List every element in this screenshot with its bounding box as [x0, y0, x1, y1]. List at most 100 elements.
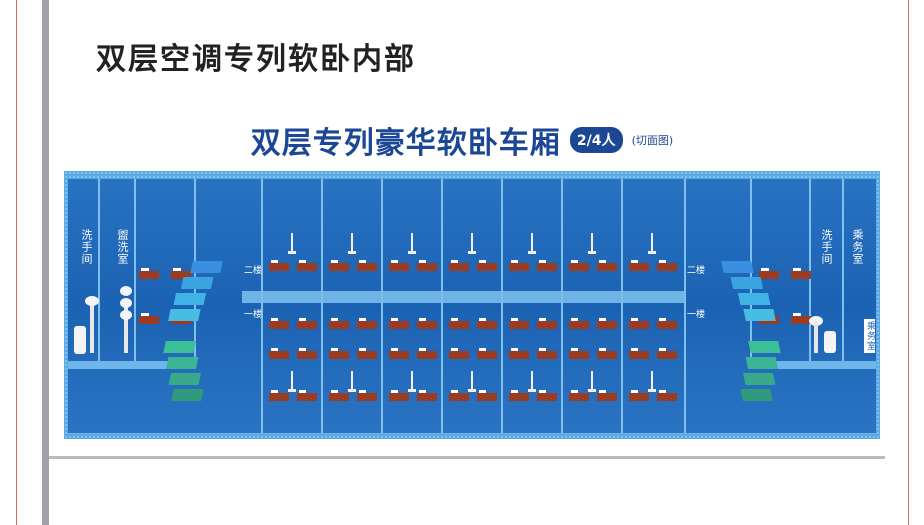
- pillow: [331, 390, 338, 393]
- staircase-right-step-4: [748, 341, 781, 353]
- pillow: [271, 390, 278, 393]
- pillow: [419, 390, 426, 393]
- pillow: [659, 390, 666, 393]
- lamp-base: [468, 251, 476, 254]
- pillow: [299, 390, 306, 393]
- berth: [417, 321, 437, 329]
- berth: [449, 351, 469, 359]
- end-berth: [171, 271, 191, 279]
- berth: [297, 393, 317, 401]
- sleeper-car-diagram: 洗手间 盥洗室 洗手间 乘务室 二楼 一楼 二楼 一楼 乘务室: [64, 171, 880, 439]
- berth: [297, 263, 317, 271]
- berth: [569, 321, 589, 329]
- wash-basin-1: [120, 298, 132, 308]
- berth: [477, 321, 497, 329]
- pillow: [571, 260, 578, 263]
- reading-lamp: [291, 233, 293, 251]
- pillow: [391, 318, 398, 321]
- berth: [449, 393, 469, 401]
- pillow: [479, 390, 486, 393]
- berth: [329, 393, 349, 401]
- berth: [629, 393, 649, 401]
- pillow: [511, 260, 518, 263]
- pillow: [659, 348, 666, 351]
- pillow: [511, 390, 518, 393]
- pillow: [451, 390, 458, 393]
- end-berth: [791, 271, 811, 279]
- pillow: [659, 318, 666, 321]
- staircase-left-step-7: [171, 389, 204, 401]
- berth: [509, 351, 529, 359]
- page-heading: 双层空调专列软卧内部: [96, 42, 416, 77]
- pillow: [451, 260, 458, 263]
- staircase-right-step-6: [742, 373, 776, 385]
- berth: [297, 321, 317, 329]
- diagram-title: 双层专列豪华软卧车厢 2/4人 (切面图): [0, 118, 924, 162]
- pillow: [419, 318, 426, 321]
- berth: [597, 393, 617, 401]
- berth: [449, 263, 469, 271]
- berth: [389, 321, 409, 329]
- berth: [389, 393, 409, 401]
- staircase-left-step-0: [190, 261, 223, 273]
- berth: [569, 263, 589, 271]
- berth: [477, 393, 497, 401]
- pillow: [511, 348, 518, 351]
- reading-lamp: [591, 371, 593, 389]
- staircase-right-step-1: [730, 277, 764, 289]
- pillow: [659, 260, 666, 263]
- pillow: [793, 268, 801, 271]
- end-berth: [139, 271, 159, 279]
- lamp-base: [648, 251, 656, 254]
- pillow: [359, 348, 366, 351]
- berth: [537, 393, 557, 401]
- pillow: [631, 348, 638, 351]
- compartment-wall-13: [842, 179, 844, 361]
- floor-label-upper-left: 二楼: [244, 266, 263, 276]
- berth: [477, 263, 497, 271]
- berth: [417, 393, 437, 401]
- pillow: [479, 348, 486, 351]
- reading-lamp: [411, 371, 413, 389]
- berth: [537, 321, 557, 329]
- reading-lamp: [591, 233, 593, 251]
- berth: [417, 351, 437, 359]
- staircase-left-step-6: [168, 373, 202, 385]
- reading-lamp: [531, 371, 533, 389]
- pillow: [299, 348, 306, 351]
- berth: [597, 321, 617, 329]
- berth: [357, 263, 377, 271]
- berth: [629, 263, 649, 271]
- compartment-wall-10: [684, 179, 686, 433]
- pillow: [451, 318, 458, 321]
- washstand-post: [124, 299, 128, 353]
- pillow: [631, 260, 638, 263]
- attendant-door-sign: 乘务室: [864, 319, 875, 353]
- staircase-left-step-3: [168, 309, 201, 321]
- berth: [657, 263, 677, 271]
- berth: [269, 393, 289, 401]
- pillow: [331, 260, 338, 263]
- end-berth: [139, 316, 159, 324]
- floor-label-lower-right: 一楼: [687, 310, 706, 320]
- berth: [357, 321, 377, 329]
- car-cross-section: [64, 171, 880, 439]
- berth: [537, 351, 557, 359]
- pillow: [271, 318, 278, 321]
- berth: [597, 263, 617, 271]
- berth: [357, 351, 377, 359]
- pillow: [359, 260, 366, 263]
- berth: [477, 351, 497, 359]
- compartment-wall-9: [621, 179, 623, 433]
- reading-lamp: [651, 371, 653, 389]
- reading-lamp: [351, 371, 353, 389]
- toilet-right: [824, 331, 836, 353]
- berth: [569, 351, 589, 359]
- end-berth: [791, 316, 811, 324]
- lamp-base: [468, 389, 476, 392]
- lamp-base: [588, 389, 596, 392]
- pillow: [599, 348, 606, 351]
- wash-basin-0: [120, 286, 132, 296]
- staircase-left-step-1: [180, 277, 214, 289]
- berth: [569, 393, 589, 401]
